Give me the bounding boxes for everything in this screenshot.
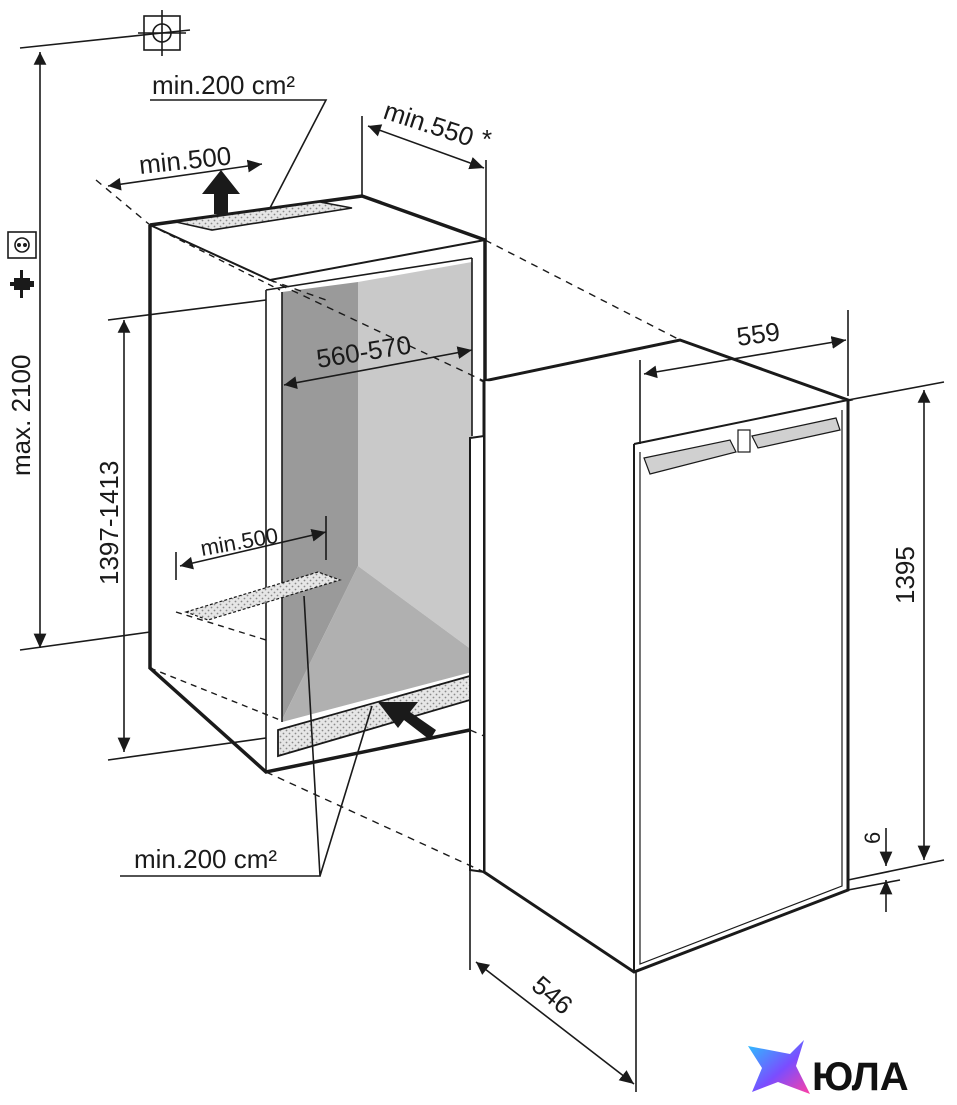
label-depth-min: min.550: [380, 95, 477, 152]
appliance: [469, 338, 854, 974]
label-depth-asterisk: *: [482, 124, 492, 154]
power-plug-icon: [10, 270, 34, 298]
power-socket-icon: [7, 231, 37, 259]
airflow-up-arrow-icon: [202, 170, 240, 214]
centering-crosshair-icon: [138, 10, 186, 56]
label-vent-bottom-width: min.500: [199, 523, 280, 561]
yula-logo-text: ЮЛА: [812, 1055, 909, 1099]
label-niche-height: 1397-1413: [94, 461, 124, 585]
dimension-lines: [19, 29, 945, 1092]
airflow-in-arrow-icon: [378, 702, 436, 740]
top-vent-slot: [175, 201, 353, 231]
yula-logo-mark-icon: [748, 1040, 810, 1094]
appliance-door: [633, 399, 849, 972]
appliance-top-vent: [643, 439, 737, 475]
niche-side-wall: [282, 282, 358, 720]
label-appliance-height: 1395: [890, 546, 920, 604]
label-vent-bottom-area: min.200 cm²: [134, 844, 277, 874]
niche-floor: [282, 566, 472, 722]
label-gap: 6: [860, 832, 885, 844]
label-appliance-width: 559: [735, 316, 782, 352]
label-max-height: max. 2100: [6, 355, 36, 476]
floor-vent: [184, 571, 342, 621]
yula-logo: ЮЛА: [748, 1040, 909, 1099]
niche-cabinet: [148, 194, 487, 774]
label-appliance-depth: 546: [526, 970, 579, 1021]
label-vent-top-area: min.200 cm²: [152, 70, 295, 100]
